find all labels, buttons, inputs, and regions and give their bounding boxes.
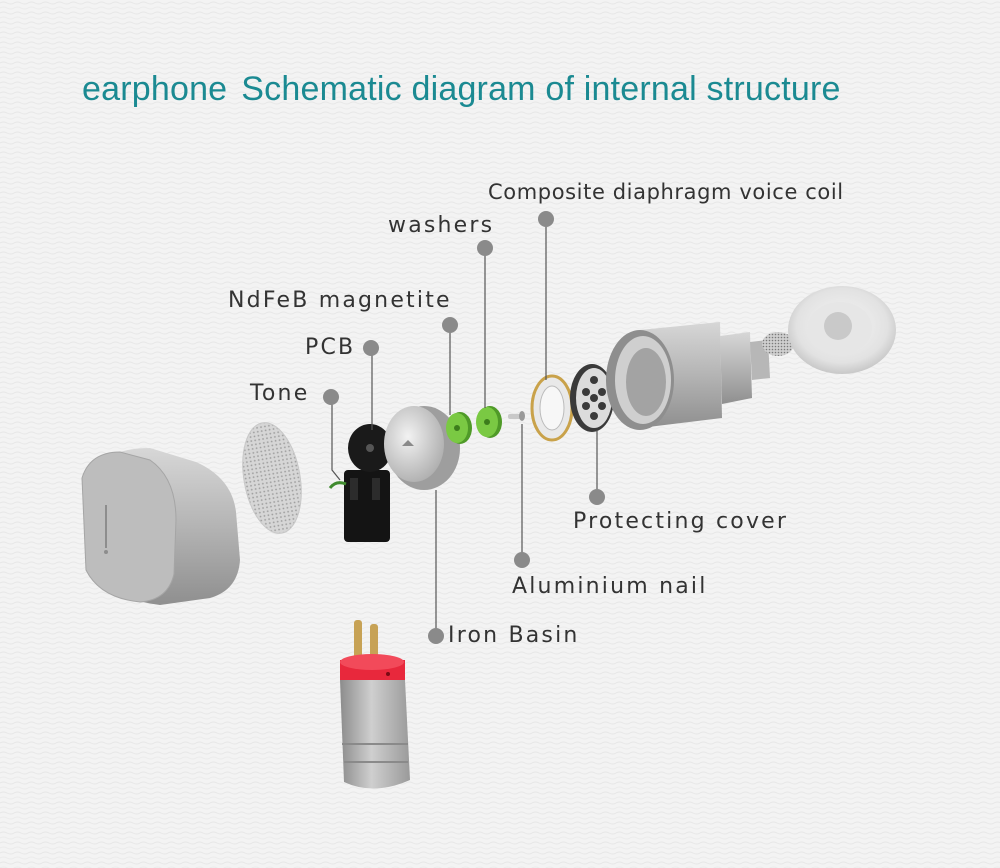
- label-protecting-cover: Protecting cover: [573, 509, 789, 534]
- protecting-cover: [570, 364, 614, 432]
- label-tone: Tone: [250, 381, 310, 406]
- cable-connector: [340, 620, 410, 789]
- label-iron-basin: Iron Basin: [448, 623, 580, 648]
- green-washers: [446, 406, 502, 444]
- label-ndfeb-magnetite: NdFeB magnetite: [228, 288, 452, 313]
- small-mesh: [762, 332, 794, 356]
- tone-part: [328, 470, 390, 542]
- front-housing: [606, 322, 770, 430]
- leader-lines: [331, 220, 598, 636]
- title-part-schematic: Schematic diagram of internal structure: [241, 70, 841, 108]
- label-pcb: PCB: [305, 335, 356, 360]
- iron-basin: [384, 406, 460, 490]
- back-shell: [81, 448, 240, 605]
- label-composite-diaphragm: Composite diaphragm voice coil: [488, 180, 844, 204]
- page-title: earphone Schematic diagram of internal st…: [82, 70, 841, 109]
- aluminium-nail: [508, 411, 525, 421]
- label-washers: washers: [388, 213, 495, 238]
- marker-dots: [323, 211, 605, 644]
- ear-tip: [788, 286, 896, 374]
- label-aluminium-nail: Aluminium nail: [512, 574, 708, 599]
- diaphragm: [530, 374, 574, 442]
- title-part-earphone: earphone: [82, 70, 228, 108]
- mesh-filter: [242, 422, 302, 534]
